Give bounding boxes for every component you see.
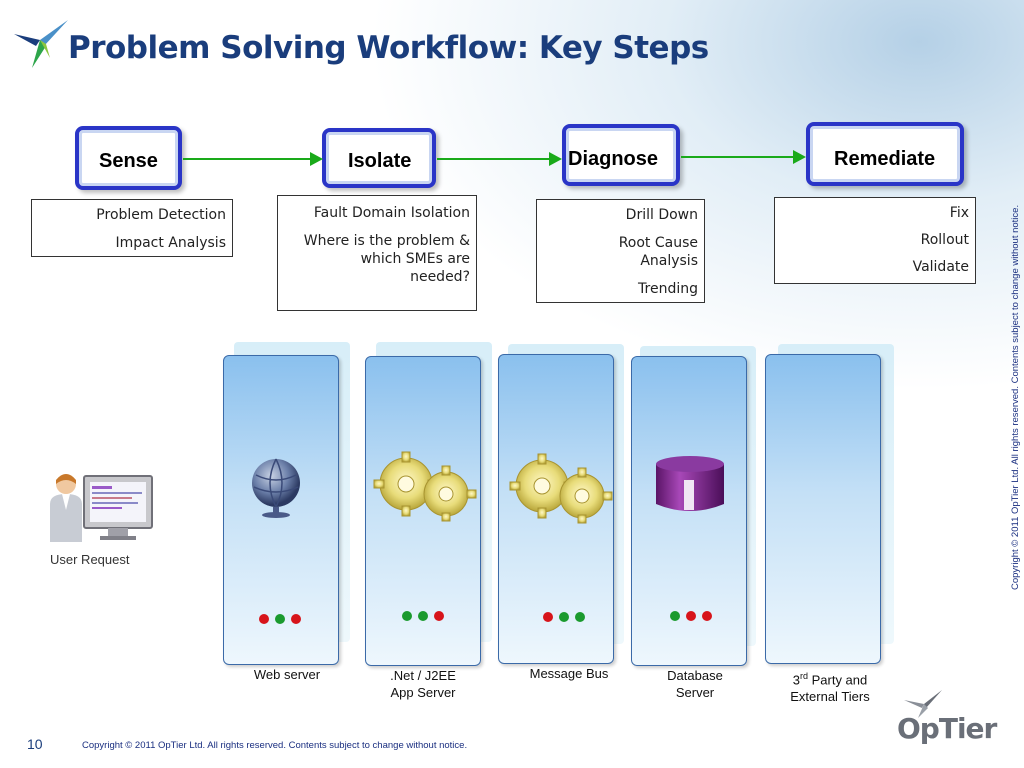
tier-label-third-party: 3rd Party and External Tiers xyxy=(790,671,870,705)
status-dot-green xyxy=(559,612,569,622)
user-request-label: User Request xyxy=(50,552,130,567)
detail-line: Root Cause xyxy=(618,235,698,251)
detail-line: needed? xyxy=(410,269,470,285)
page-number: 10 xyxy=(27,736,43,752)
tier-label-database-server: Database Server xyxy=(667,668,723,700)
user-at-computer-icon xyxy=(50,474,153,542)
status-dot-red xyxy=(291,614,301,624)
detail-line: Where is the problem & xyxy=(303,233,470,249)
status-dot-red xyxy=(434,611,444,621)
optier-brand-logo: OpTier xyxy=(897,712,997,745)
step-diagnose: Diagnose xyxy=(562,124,680,186)
detail-line: Analysis xyxy=(640,253,698,269)
isolate-details: Fault Domain Isolation Where is the prob… xyxy=(277,195,477,311)
step-sense: Sense xyxy=(75,126,182,190)
step-label: Remediate xyxy=(834,148,936,170)
gears-icon xyxy=(509,453,613,524)
tier-label-message-bus: Message Bus xyxy=(529,666,609,681)
tier-label-app-server: .Net / J2EE App Server xyxy=(390,668,456,700)
status-dot-red xyxy=(702,611,712,621)
detail-line: Impact Analysis xyxy=(115,235,226,251)
detail-line: which SMEs are xyxy=(360,251,470,267)
status-dot-green xyxy=(402,611,412,621)
tier-third-party xyxy=(765,354,881,664)
detail-line: Fault Domain Isolation xyxy=(313,205,470,221)
gears-icon xyxy=(373,451,477,522)
detail-line: Drill Down xyxy=(625,207,698,223)
database-icon xyxy=(656,456,724,511)
tier-label-web-server: Web server xyxy=(253,667,321,682)
status-dot-green xyxy=(418,611,428,621)
status-dot-green xyxy=(575,612,585,622)
arrow-diagnose-to-remediate xyxy=(681,150,806,164)
step-label: Isolate xyxy=(348,150,412,172)
status-dot-green xyxy=(275,614,285,624)
status-dot-red xyxy=(259,614,269,624)
sense-details: Problem Detection Impact Analysis xyxy=(31,199,233,257)
step-label: Sense xyxy=(99,150,158,172)
page-title: Problem Solving Workflow: Key Steps xyxy=(68,30,709,66)
diagnose-details: Drill Down Root Cause Analysis Trending xyxy=(536,199,705,303)
step-label: Diagnose xyxy=(568,148,659,170)
status-dot-red xyxy=(543,612,553,622)
optier-star-logo-icon xyxy=(14,20,68,68)
detail-line: Rollout xyxy=(920,232,969,248)
remediate-details: Fix Rollout Validate xyxy=(774,197,976,284)
detail-line: Trending xyxy=(638,281,698,297)
step-isolate: Isolate xyxy=(322,128,436,188)
arrow-sense-to-isolate xyxy=(183,152,323,166)
step-remediate: Remediate xyxy=(806,122,964,186)
globe-icon xyxy=(252,458,300,518)
detail-line: Problem Detection xyxy=(96,207,226,223)
footer-copyright: Copyright © 2011 OpTier Ltd. All rights … xyxy=(82,740,468,751)
status-dot-green xyxy=(670,611,680,621)
status-dot-red xyxy=(686,611,696,621)
arrow-isolate-to-diagnose xyxy=(437,152,562,166)
tier-web-server xyxy=(223,355,339,665)
vertical-copyright: Copyright © 2011 OpTier Ltd. All rights … xyxy=(1010,204,1021,590)
detail-line: Validate xyxy=(912,259,969,275)
optier-brand-star-icon xyxy=(904,690,942,718)
detail-line: Fix xyxy=(949,205,969,221)
